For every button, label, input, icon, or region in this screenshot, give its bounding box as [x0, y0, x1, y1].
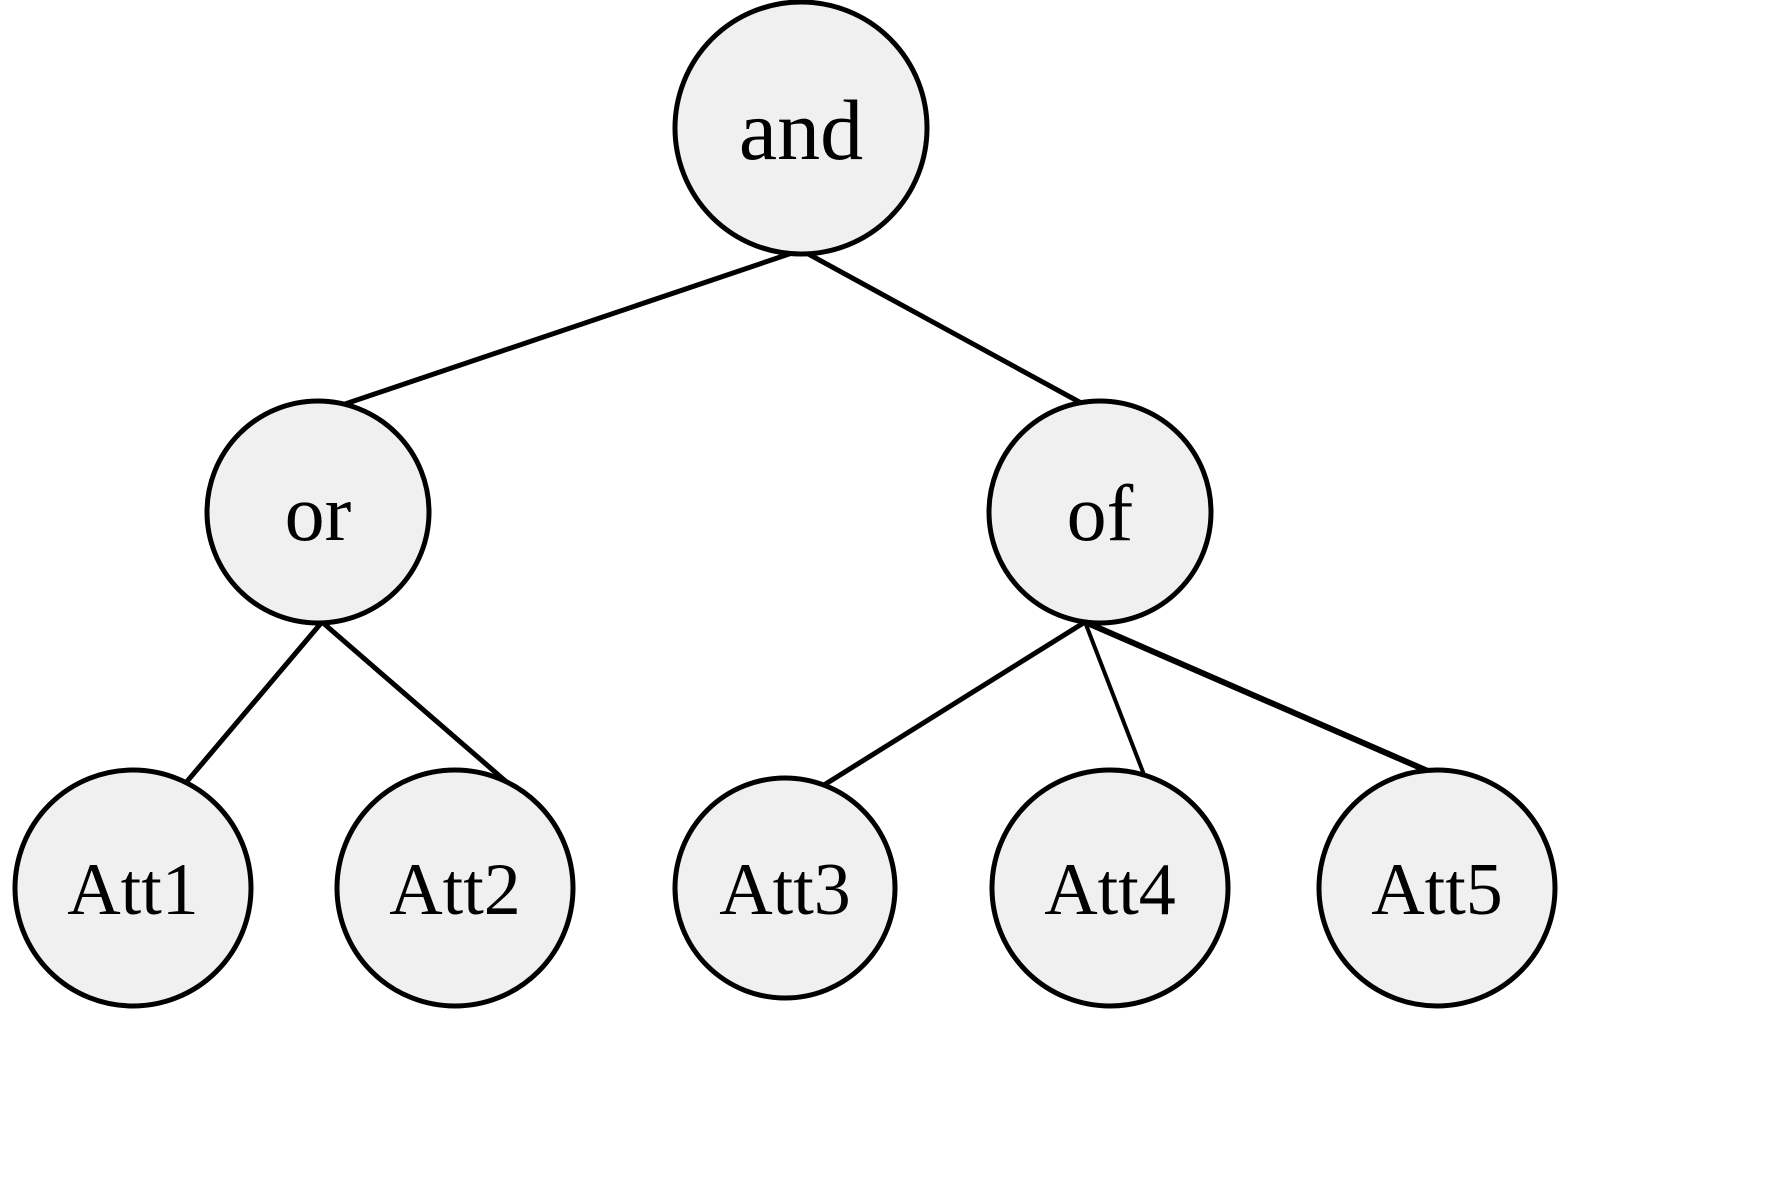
- node-circle-root[interactable]: [672, 0, 930, 257]
- node-or[interactable]: or: [204, 398, 432, 626]
- node-label-att1: Att1: [67, 849, 199, 931]
- edge-or-to-att1: [181, 619, 325, 788]
- node-circle-or[interactable]: [204, 398, 432, 626]
- node-circle-att2[interactable]: [334, 767, 576, 1009]
- node-circle-att1[interactable]: [12, 767, 254, 1009]
- node-root[interactable]: and: [672, 0, 930, 257]
- node-att2[interactable]: Att2: [334, 767, 576, 1009]
- node-label-att2: Att2: [389, 849, 521, 931]
- edge-root-to-of: [798, 247, 1086, 407]
- node-label-att4: Att4: [1044, 849, 1176, 931]
- edge-of-to-att4: [1083, 620, 1150, 787]
- node-circle-of[interactable]: [986, 398, 1214, 626]
- edge-of-to-att3: [821, 619, 1088, 788]
- node-label-or: or: [285, 470, 352, 558]
- node-att5[interactable]: Att5: [1316, 767, 1558, 1009]
- node-label-att5: Att5: [1371, 849, 1503, 931]
- node-label-root: and: [739, 82, 863, 178]
- node-circle-att3[interactable]: [672, 775, 898, 1001]
- node-att3[interactable]: Att3: [672, 775, 898, 1001]
- edge-root-to-or: [342, 247, 804, 407]
- node-label-of: of: [1067, 470, 1134, 558]
- node-circle-att4[interactable]: [989, 767, 1231, 1009]
- node-circle-att5[interactable]: [1316, 767, 1558, 1009]
- edge-of-to-att5: [1082, 619, 1463, 788]
- edges-group: [181, 247, 1463, 788]
- node-of[interactable]: of: [986, 398, 1214, 626]
- node-att4[interactable]: Att4: [989, 767, 1231, 1009]
- edge-or-to-att2: [319, 619, 513, 788]
- node-att1[interactable]: Att1: [12, 767, 254, 1009]
- node-label-att3: Att3: [719, 849, 851, 931]
